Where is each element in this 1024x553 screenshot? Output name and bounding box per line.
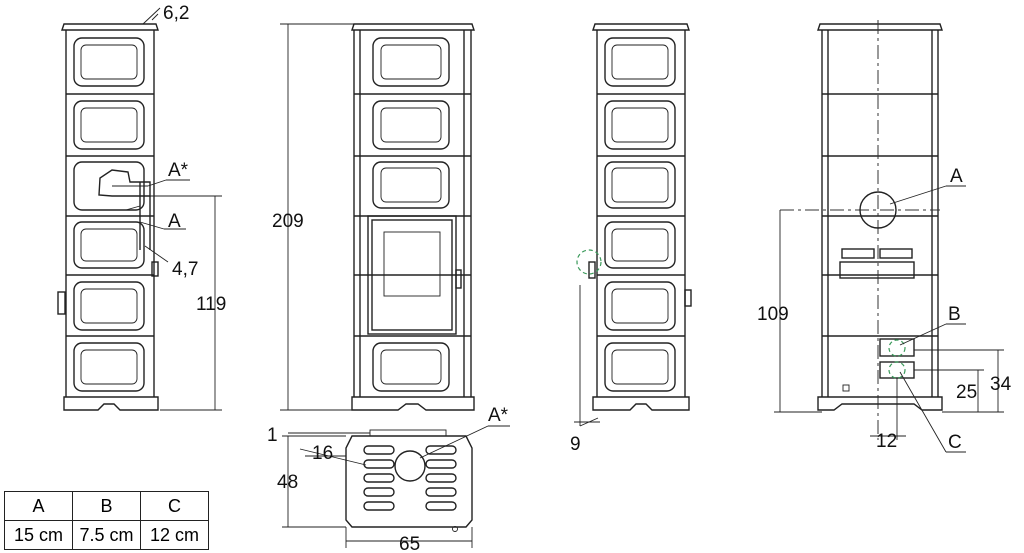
back-view: [774, 20, 1004, 453]
side-view-left: [57, 7, 222, 411]
dim-25: 25: [956, 382, 977, 403]
legend-header-a: A: [4, 491, 73, 521]
dim-16: 16: [312, 443, 333, 464]
dim-6-2: 6,2: [163, 3, 189, 24]
legend-table: A B C 15 cm 7.5 cm 12 cm: [4, 491, 209, 550]
dim-34: 34: [990, 374, 1012, 395]
dim-209: 209: [272, 211, 304, 232]
legend-value-a: 15 cm: [4, 520, 73, 550]
label-b-back: B: [948, 304, 961, 325]
dim-9: 9: [570, 434, 581, 455]
dim-1: 1: [267, 425, 278, 446]
dim-65: 65: [399, 534, 420, 553]
label-a-star-top: A*: [488, 405, 509, 426]
legend-value-b: 7.5 cm: [72, 520, 141, 550]
dim-119: 119: [196, 294, 226, 315]
front-view: [280, 23, 475, 411]
legend-header-b: B: [72, 491, 141, 521]
dim-48: 48: [277, 472, 298, 493]
label-a-side: A: [168, 211, 181, 232]
label-a-back: A: [950, 166, 963, 187]
dim-4-7: 4,7: [172, 259, 198, 280]
side-view-right: [574, 23, 692, 427]
dim-12: 12: [876, 431, 897, 452]
legend-value-c: 12 cm: [140, 520, 209, 550]
dim-109: 109: [757, 304, 789, 325]
legend-value-row: 15 cm 7.5 cm 12 cm: [4, 520, 209, 550]
label-a-star-side: A*: [168, 160, 189, 181]
label-c-back: C: [948, 432, 962, 453]
legend-header-c: C: [140, 491, 209, 521]
top-view: [282, 425, 510, 548]
legend-header-row: A B C: [4, 491, 209, 521]
